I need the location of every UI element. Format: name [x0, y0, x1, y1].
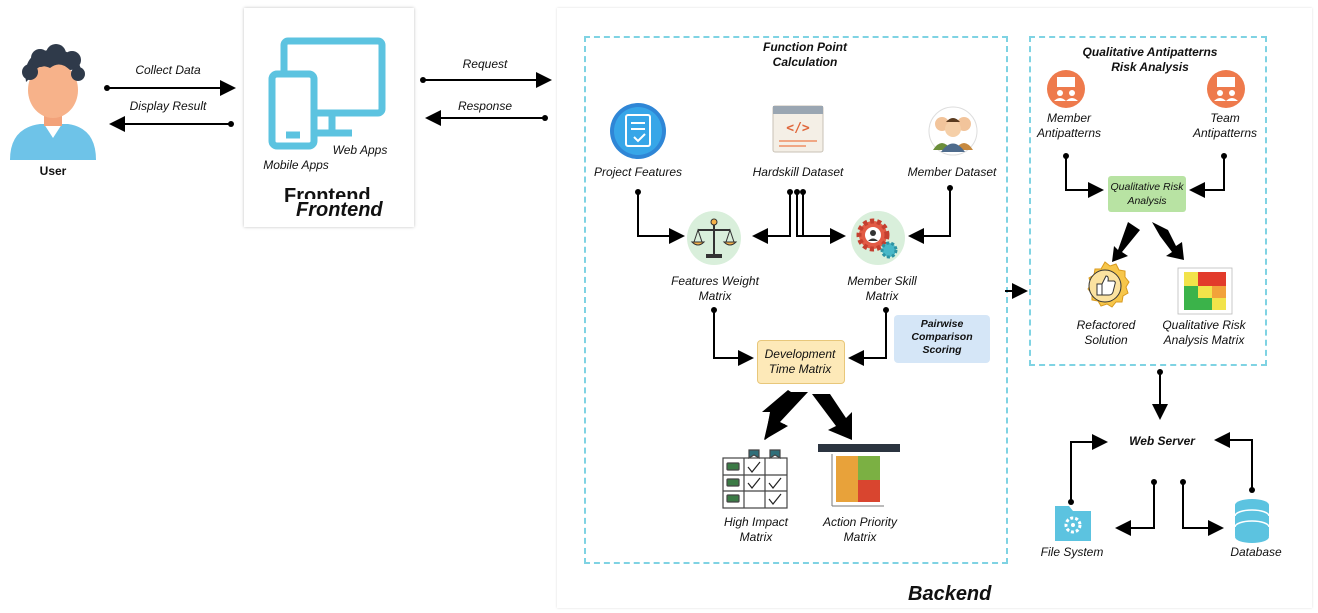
high-impact-matrix-icon: [722, 449, 788, 509]
code-window-icon: </>: [772, 105, 824, 153]
request-label: Request: [462, 57, 508, 71]
skill-gear-icon: [851, 211, 905, 265]
function-point-container: [584, 36, 1008, 564]
pairwise-label: Pairwise Comparison Scoring: [911, 318, 973, 356]
qra-box: [1108, 176, 1186, 212]
project-features-icon: [610, 103, 666, 159]
member-skill-label: Member Skill Matrix: [847, 274, 917, 303]
svg-text:</>: </>: [786, 121, 810, 136]
refactored-label: Refactored Solution: [1076, 318, 1136, 347]
web-apps-label: Web Apps: [332, 143, 388, 157]
dev-time-box: [757, 340, 845, 384]
risk-matrix-icon: [1177, 267, 1233, 315]
team-antipatterns-icon: [1207, 70, 1245, 108]
user-label: User: [39, 164, 67, 178]
collect-data-label: Collect Data: [135, 63, 201, 77]
qualitative-antipatterns-container: [1029, 36, 1267, 366]
project-features-label: Project Features: [593, 165, 683, 179]
web-server-label: Web Server: [1129, 434, 1195, 448]
hardskill-label: Hardskill Dataset: [752, 165, 844, 179]
mobile-apps-label: Mobile Apps: [263, 158, 329, 172]
member-antipatterns-label: Member Antipatterns: [1036, 111, 1102, 140]
thumbs-up-badge-icon: [1087, 261, 1130, 308]
team-antipatterns-label: Team Antipatterns: [1192, 111, 1258, 140]
pairwise-box: [894, 315, 990, 363]
action-priority-matrix-icon: [818, 444, 900, 507]
devices-icon: [268, 37, 386, 150]
team-group-icon: [928, 106, 978, 156]
qra-matrix-label: Qualitative Risk Analysis Matrix: [1162, 318, 1246, 347]
file-system-label: File System: [1040, 545, 1104, 559]
display-result-label: Display Result: [129, 99, 207, 113]
folder-gear-icon: [1055, 506, 1091, 541]
frontend-title: Frontend: [292, 199, 387, 222]
database-label: Database: [1230, 545, 1282, 559]
member-antipatterns-icon: [1047, 70, 1085, 108]
member-dataset-label: Member Dataset: [907, 165, 997, 179]
backend-title: Backend: [908, 583, 992, 605]
action-priority-label: Action Priority Matrix: [822, 515, 898, 544]
qa-title: Qualitative Antipatterns Risk Analysis: [1082, 45, 1218, 74]
balance-scale-icon: [687, 211, 741, 265]
features-weight-label: Features Weight Matrix: [671, 274, 759, 303]
dev-time-label: Development Time Matrix: [764, 347, 836, 376]
user-icon: [10, 44, 96, 160]
response-label: Response: [457, 99, 513, 113]
qra-label: Qualitative Risk Analysis: [1110, 181, 1184, 207]
database-icon: [1234, 499, 1270, 543]
high-impact-label: High Impact Matrix: [723, 515, 789, 544]
fpc-title: Function Point Calculation: [763, 40, 847, 69]
